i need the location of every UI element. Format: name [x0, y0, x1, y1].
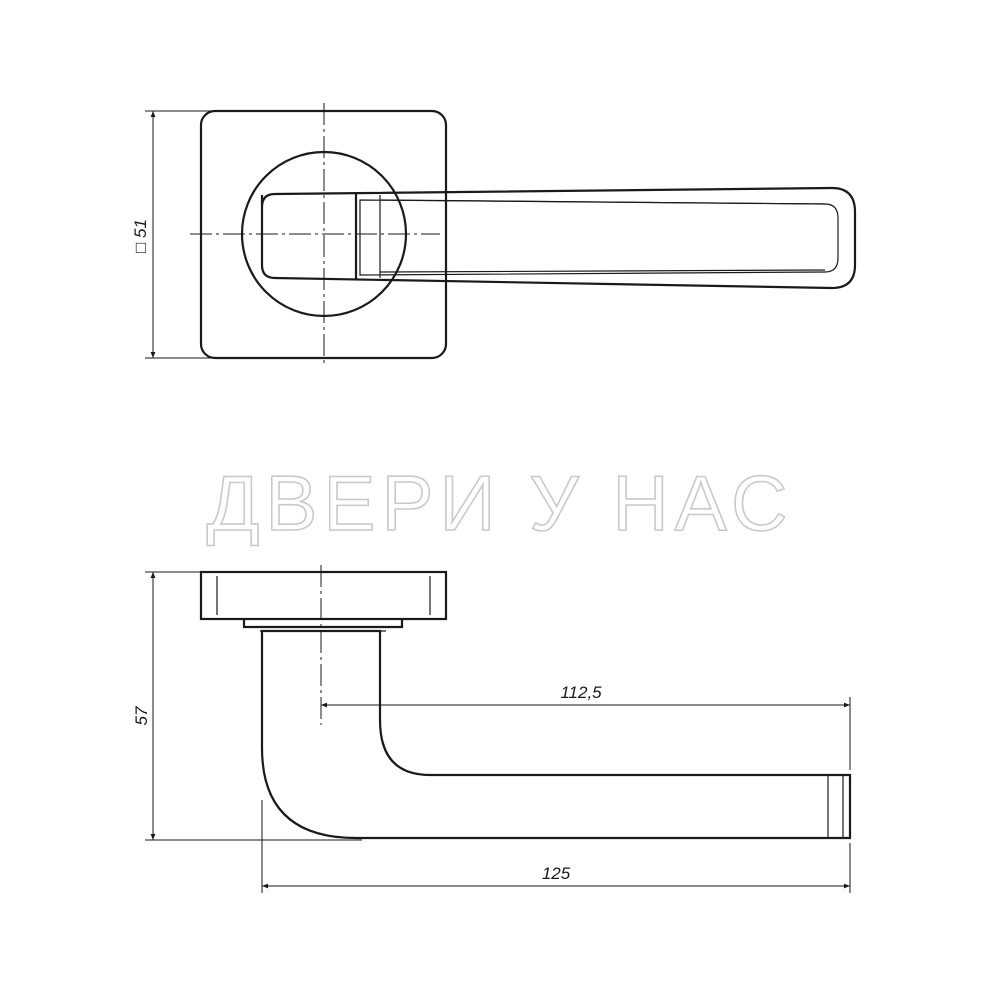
lever-inner-strip — [359, 199, 839, 276]
lever-top-line — [379, 199, 826, 205]
lever-bottom-line — [379, 269, 826, 273]
l-lever-outline — [260, 629, 852, 840]
dimension-125-label: 125 — [542, 864, 571, 883]
neck-base — [242, 619, 404, 629]
watermark: ДВЕРИ У НАС — [207, 459, 794, 547]
rosette-plate — [199, 570, 448, 621]
dimension-51-label: □ 51 — [131, 219, 150, 253]
lever-outline — [260, 186, 857, 290]
top-view: □ 51 — [131, 103, 857, 366]
dimension-112-label: 112,5 — [560, 683, 602, 702]
dimension-57-label: 57 — [132, 706, 151, 725]
side-view: 57 112,5 125 — [132, 565, 852, 893]
